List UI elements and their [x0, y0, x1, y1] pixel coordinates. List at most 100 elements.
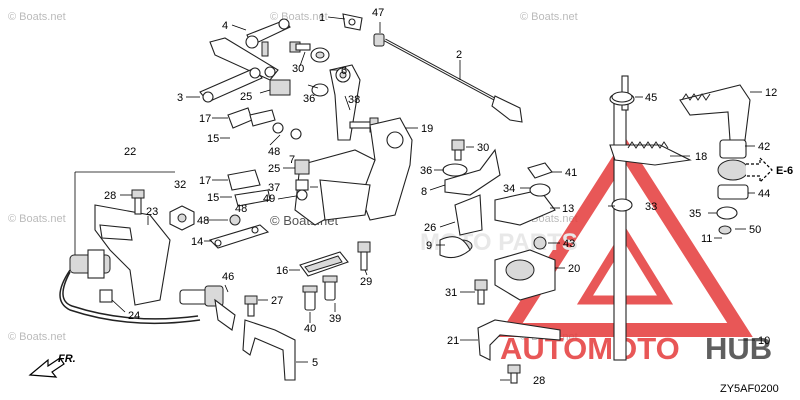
- callout: 38: [348, 94, 360, 106]
- callout: 19: [421, 123, 433, 135]
- part-nut-48: [229, 214, 241, 226]
- part-plate-14: [208, 224, 270, 249]
- part-bolt-29: [357, 241, 371, 271]
- callout: 49: [263, 193, 275, 205]
- callout: 39: [329, 313, 341, 325]
- part-arm-6: [329, 64, 361, 141]
- callout-layer: 1 2 3 4 5 6 7 8 9 10 11 12 13 14 15 15 1…: [104, 7, 777, 387]
- callout: 37: [268, 182, 280, 194]
- direction-label: FR.: [58, 353, 76, 365]
- part-grommet-16: [299, 251, 349, 277]
- callout: 28: [533, 375, 545, 387]
- part-bracket-5: [242, 319, 296, 381]
- callout: 17: [199, 175, 211, 187]
- watermark: © Boats.net: [8, 213, 66, 225]
- part-gear-18: [609, 141, 692, 166]
- callout: 15: [207, 133, 219, 145]
- front-direction-arrow: FR.: [28, 353, 76, 378]
- ref-label: E-6: [776, 165, 793, 177]
- part-bushing-47: [373, 33, 385, 47]
- callout: 14: [191, 236, 203, 248]
- logo-text: HUB: [705, 331, 772, 366]
- callout: 9: [426, 240, 432, 252]
- part-gear-12: [679, 84, 751, 141]
- callout: 16: [276, 265, 288, 277]
- callout: 47: [372, 7, 384, 19]
- ref-arrow-e6: E-6: [746, 156, 793, 184]
- callout: 4: [222, 20, 228, 32]
- callout: 2: [456, 49, 462, 61]
- part-cable-2: [384, 38, 523, 123]
- part-center-cluster: [439, 139, 556, 305]
- callout: 34: [503, 183, 515, 195]
- watermark: © Boats.net: [520, 11, 578, 23]
- callout: 1: [319, 12, 325, 24]
- callout: 44: [758, 188, 770, 200]
- part-bracket-21: [477, 319, 561, 384]
- callout: 45: [645, 92, 657, 104]
- part-link-lower: [227, 169, 271, 207]
- callout: 27: [271, 295, 283, 307]
- part-fasteners-mid: [294, 159, 310, 201]
- part-pins: [302, 275, 338, 311]
- watermark: © Boats.net: [8, 11, 66, 23]
- callout: 7: [289, 154, 295, 166]
- callout: 30: [477, 142, 489, 154]
- callout: 33: [645, 201, 657, 213]
- callout: 25: [240, 91, 252, 103]
- part-link-3: [199, 37, 279, 103]
- part-bracket-19: [294, 117, 413, 226]
- callout: 10: [758, 335, 770, 347]
- part-bolt-27: [244, 295, 258, 317]
- callout: 50: [749, 224, 761, 236]
- callout: 35: [689, 208, 701, 220]
- part-clip-1: [342, 13, 363, 31]
- callout: 15: [207, 192, 219, 204]
- callout: 48: [235, 203, 247, 215]
- callout: 12: [765, 87, 777, 99]
- callout: 42: [758, 141, 770, 153]
- callout: 46: [222, 271, 234, 283]
- part-bolt-28: [131, 189, 145, 215]
- callout: 41: [565, 167, 577, 179]
- callout: 24: [128, 310, 140, 322]
- callout: 31: [445, 287, 457, 299]
- callout: 18: [695, 151, 707, 163]
- callout: 25: [268, 163, 280, 175]
- callout: 36: [303, 93, 315, 105]
- callout: 17: [199, 113, 211, 125]
- callout: 6: [341, 65, 347, 77]
- callout: 40: [304, 323, 316, 335]
- callout: 29: [360, 276, 372, 288]
- diagram-code: ZY5AF0200: [720, 383, 779, 395]
- part-nut-32-hole: [177, 213, 187, 223]
- part-coupler-46: [179, 285, 236, 331]
- callout: 21: [447, 335, 459, 347]
- callout: 13: [562, 203, 574, 215]
- callout: 23: [146, 206, 158, 218]
- callout: 48: [268, 146, 280, 158]
- callout: 32: [174, 179, 186, 191]
- callout: 26: [424, 222, 436, 234]
- callout: 3: [177, 92, 183, 104]
- part-shaft-10: [609, 75, 635, 361]
- part-sensor-22: [59, 171, 201, 325]
- callout: 43: [563, 238, 575, 250]
- watermark: © Boats.net: [8, 331, 66, 343]
- part-lever-4: [245, 18, 291, 57]
- callout: 22: [124, 146, 136, 158]
- callout: 20: [568, 263, 580, 275]
- callout: 28: [104, 190, 116, 202]
- callout: 36: [420, 165, 432, 177]
- callout: 8: [421, 186, 427, 198]
- part-connector-24: [99, 289, 113, 303]
- callout: 30: [292, 63, 304, 75]
- part-bearing-stack: [611, 91, 749, 235]
- callout: 48: [197, 215, 209, 227]
- callout: 5: [312, 357, 318, 369]
- part-fasteners-upper: [269, 41, 330, 97]
- callout: 11: [701, 233, 712, 245]
- part-links-left: [227, 107, 302, 140]
